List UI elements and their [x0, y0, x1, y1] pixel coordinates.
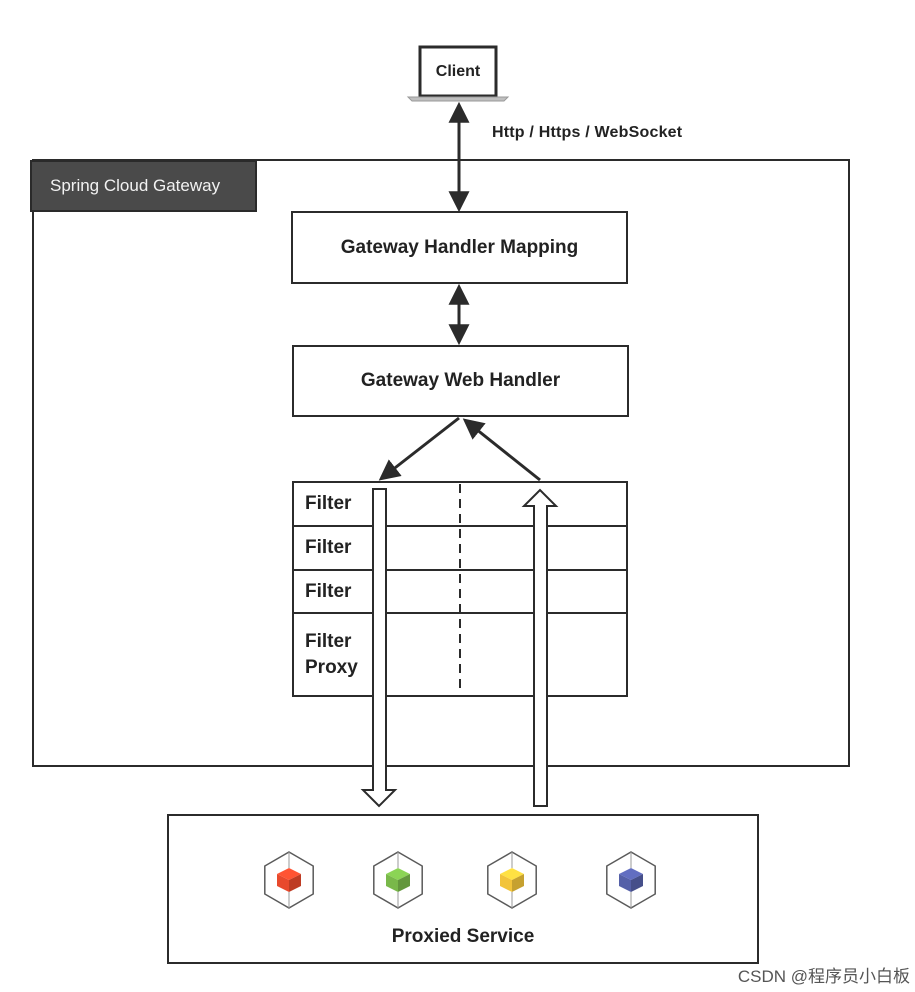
service-cubes: [264, 851, 656, 909]
web-handler-box: [292, 345, 629, 417]
proxy-label: Proxy: [305, 657, 358, 678]
gateway-title-tag: Spring Cloud Gateway: [30, 160, 257, 212]
handler-to-filter-arrow: [378, 416, 460, 481]
client-label: Client: [435, 63, 481, 80]
service-cube-icon: [264, 851, 314, 909]
watermark: CSDN @程序员小白板: [737, 967, 910, 986]
web-handler-label: Gateway Web Handler: [360, 370, 561, 391]
handler-mapping-box: [291, 211, 628, 284]
handler-mapping-label: Gateway Handler Mapping: [340, 236, 579, 258]
proxied-service-label: Proxied Service: [391, 926, 535, 947]
service-cube-icon: [606, 851, 656, 909]
service-cube-icon: [373, 851, 423, 909]
protocol-label: Http / Https / WebSocket: [492, 124, 683, 141]
filter-label-1: Filter: [305, 493, 352, 514]
filter-label-3: Filter: [305, 581, 352, 602]
client-laptop-icon: [406, 45, 510, 102]
service-cube-icon: [487, 851, 537, 909]
response-up-arrow: [521, 488, 559, 807]
filter-chain: [292, 481, 628, 697]
gateway-container: [32, 159, 850, 767]
request-down-arrow: [360, 488, 398, 808]
filter-label-4: Filter: [305, 631, 352, 652]
filter-to-handler-arrow: [462, 418, 541, 482]
filter-label-2: Filter: [305, 537, 352, 558]
